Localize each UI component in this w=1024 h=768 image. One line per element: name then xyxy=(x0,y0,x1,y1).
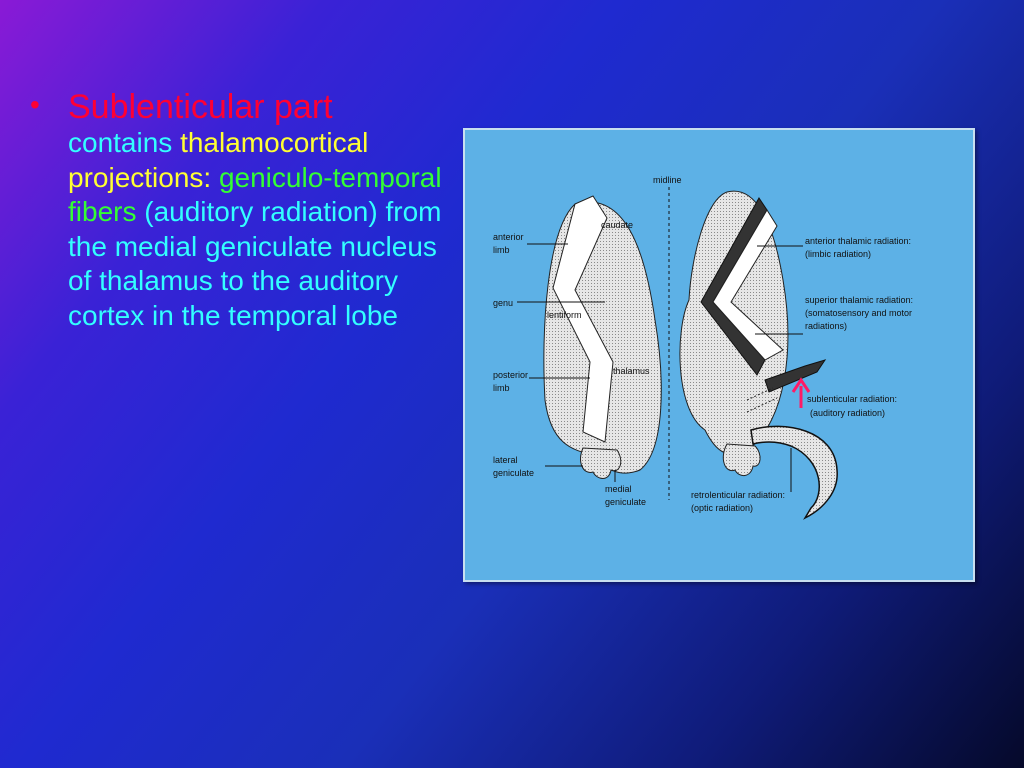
text-contains: contains xyxy=(68,127,173,158)
bullet-icon: • xyxy=(30,89,40,120)
label-medial-geniculate-1: medial xyxy=(605,484,632,494)
label-sublenticular-1: sublenticular radiation: xyxy=(807,394,897,404)
text-projections: thalamocortical projections: xyxy=(68,127,369,193)
slide-title: Sublenticular part xyxy=(68,88,333,126)
label-caudate: caudate xyxy=(601,220,633,230)
bullet-item: • Sublenticular part contains thalamocor… xyxy=(30,88,450,333)
slide-text: • Sublenticular part contains thalamocor… xyxy=(30,88,450,333)
label-superior-thalamic-1: superior thalamic radiation: xyxy=(805,295,913,305)
radiation-dash-1 xyxy=(746,387,774,401)
radiation-dash-2 xyxy=(746,397,778,413)
label-midline: midline xyxy=(653,175,682,185)
right-geniculate xyxy=(722,443,761,476)
label-retrolenticular-1: retrolenticular radiation: xyxy=(691,490,785,500)
label-lentiform: lentiform xyxy=(547,310,582,320)
label-anterior-thalamic-2: (limbic radiation) xyxy=(805,249,871,259)
retrolenticular-fibers xyxy=(750,425,838,520)
label-thalamus: thalamus xyxy=(613,366,650,376)
label-lateral-geniculate-1: lateral xyxy=(493,455,518,465)
text-description: (auditory radiation) from the medial gen… xyxy=(68,196,442,331)
text-fibers: geniculo-temporal fibers xyxy=(68,161,442,228)
left-geniculate xyxy=(580,447,622,479)
label-medial-geniculate-2: geniculate xyxy=(605,497,646,507)
label-superior-thalamic-2: (somatosensory and motor xyxy=(805,308,912,318)
label-sublenticular-2: (auditory radiation) xyxy=(810,408,885,418)
label-superior-thalamic-3: radiations) xyxy=(805,321,847,331)
internal-capsule-diagram: midline caudate anterior limb genu lenti… xyxy=(463,128,975,582)
label-retrolenticular-2: (optic radiation) xyxy=(691,503,753,513)
label-posterior-limb-1: posterior xyxy=(493,370,528,380)
left-internal-capsule xyxy=(552,195,614,443)
label-anterior-thalamic-1: anterior thalamic radiation: xyxy=(805,236,911,246)
bullet-body: Sublenticular part contains thalamocorti… xyxy=(68,88,450,333)
highlight-arrow-icon xyxy=(791,377,811,393)
label-anterior-limb-2: limb xyxy=(493,245,510,255)
right-internal-capsule xyxy=(712,209,784,361)
diagram-svg: midline caudate anterior limb genu lenti… xyxy=(493,175,913,520)
label-lateral-geniculate-2: geniculate xyxy=(493,468,534,478)
sublenticular-fibers xyxy=(764,359,827,393)
label-anterior-limb-1: anterior xyxy=(493,232,524,242)
label-genu: genu xyxy=(493,298,513,308)
label-posterior-limb-2: limb xyxy=(493,383,510,393)
